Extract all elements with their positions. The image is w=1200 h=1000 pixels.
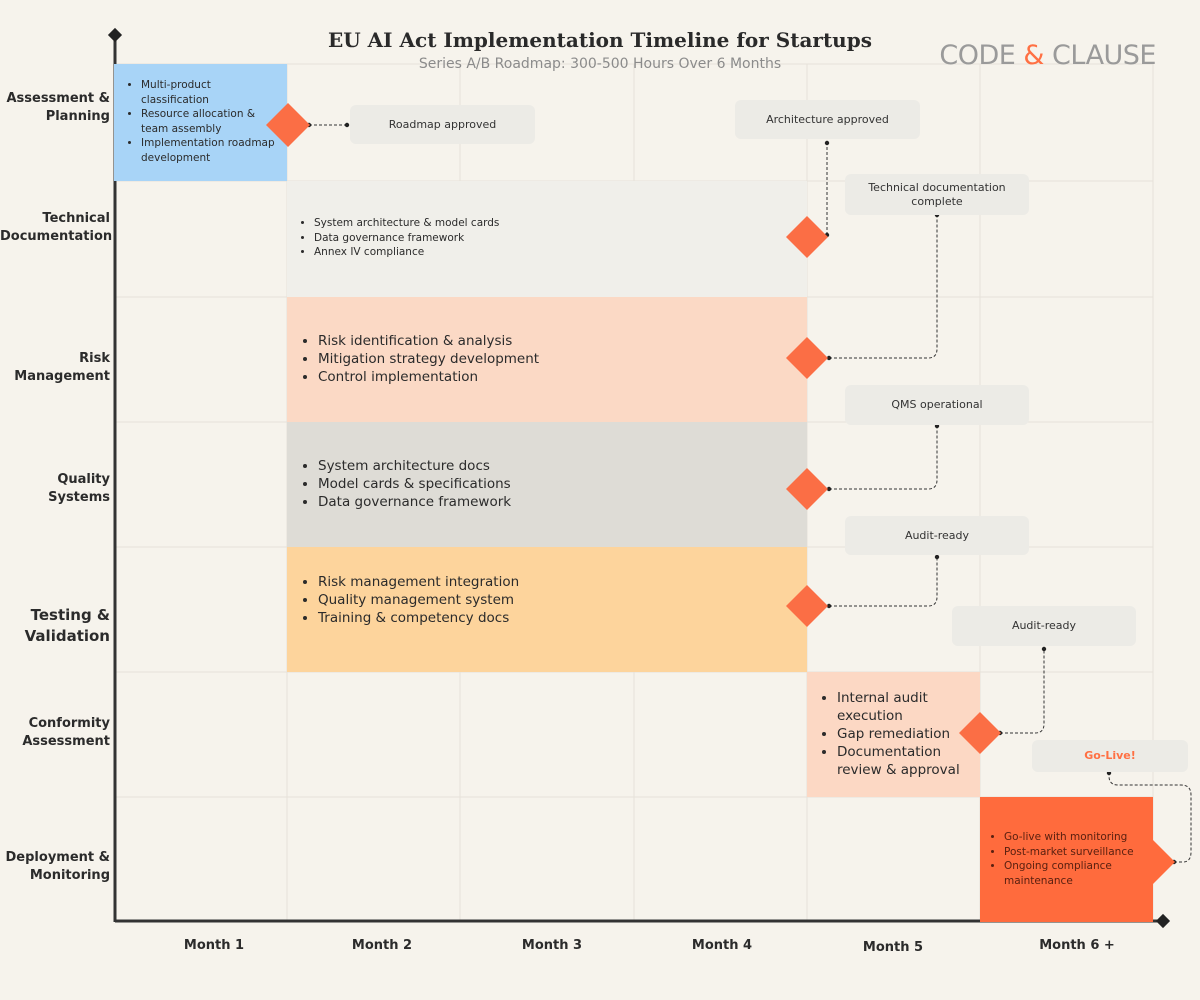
month-label-3: Month 3	[521, 938, 583, 953]
brand-logo: CODE & CLAUSE	[939, 40, 1156, 71]
phase-bar-testing-validation: Risk management integrationQuality manag…	[287, 547, 807, 672]
phase-bar-assessment: Multi-product classificationResource all…	[114, 64, 287, 181]
month-label-1: Month 1	[183, 938, 245, 953]
row-label-conformity-assessment: Conformity Assessment	[22, 716, 110, 749]
phase-bar-deployment-monitoring: Go-live with monitoringPost-market surve…	[980, 797, 1153, 922]
month-label-6: Month 6 +	[1039, 938, 1115, 953]
chart-title: EU AI Act Implementation Timeline for St…	[328, 28, 872, 52]
milestone-roadmap-approved: Roadmap approved	[350, 105, 535, 144]
milestone-qms-operational: QMS operational	[845, 385, 1029, 425]
month-label-5: Month 5	[862, 940, 924, 955]
month-label-4: Month 4	[691, 938, 753, 953]
row-label-testing-validation: Testing & Validation	[24, 606, 110, 645]
milestone-architecture-approved: Architecture approved	[735, 100, 920, 139]
milestone-go-live: Go-Live!	[1032, 740, 1188, 772]
month-label-2: Month 2	[351, 938, 413, 953]
milestone-audit-ready-conformity: Audit-ready	[952, 606, 1136, 646]
phase-bar-technical-documentation: System architecture & model cardsData go…	[287, 181, 807, 297]
chart-subtitle: Series A/B Roadmap: 300-500 Hours Over 6…	[418, 56, 782, 72]
row-label-technical-documentation: Technical Documentation	[0, 211, 113, 244]
phase-bar-risk-management: Risk identification & analysisMitigation…	[287, 297, 807, 422]
row-label-deployment-monitoring: Deployment & Monitoring	[5, 850, 110, 883]
phase-bar-quality-systems: System architecture docsModel cards & sp…	[287, 422, 807, 547]
row-label-risk-management: Risk Management	[14, 351, 110, 384]
milestone-technical-documentation: Technical documentation complete	[845, 174, 1029, 215]
row-label-quality-systems: Quality Systems	[48, 472, 110, 505]
row-label-assessment: Assessment & Planning	[6, 91, 110, 124]
milestone-audit-ready-testing: Audit-ready	[845, 516, 1029, 555]
phase-bar-conformity-assessment: Internal audit executionGap remediationD…	[807, 672, 980, 797]
milestone-connectors	[309, 124, 1192, 863]
